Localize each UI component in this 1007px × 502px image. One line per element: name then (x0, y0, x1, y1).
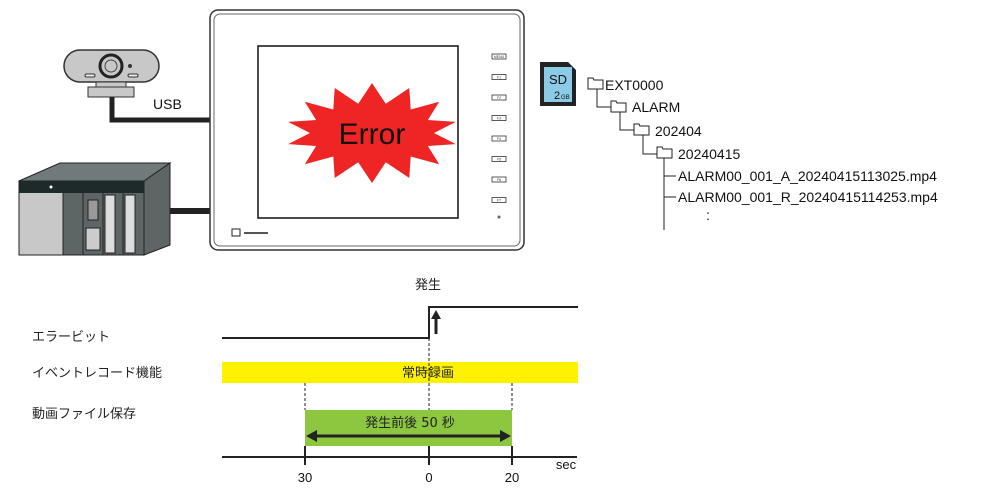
hmi-button-label: F2 (497, 96, 501, 100)
hmi-button-f6[interactable] (491, 176, 507, 183)
hmi-button-f5[interactable] (491, 156, 507, 162)
tick-label: 20 (505, 470, 519, 485)
saved-label: 発生前後 50 秒 (365, 415, 455, 431)
event-label: 発生 (415, 278, 441, 293)
sd-card-icon: SD 2 GB (540, 62, 576, 106)
hmi-button-label: F1 (497, 76, 501, 80)
continuous-label: 常時録画 (402, 366, 454, 381)
tick-label: 0 (425, 470, 432, 485)
folder-alarm: ALARM (632, 99, 680, 115)
hmi-button-f3[interactable] (491, 115, 507, 121)
folder-ext0000: EXT0000 (605, 77, 664, 93)
arrow-left-icon (306, 430, 317, 442)
tick-label: 30 (298, 470, 312, 485)
hmi-button-label: F7 (497, 199, 501, 203)
error-bit-signal (222, 306, 578, 339)
hmi-button-label: F4 (497, 137, 501, 141)
saved-video-bar (305, 410, 512, 446)
folder-icon (610, 100, 627, 113)
folder-icon (633, 123, 650, 136)
sd-capacity: 2 (554, 90, 560, 102)
hmi-button-label: F6 (497, 178, 501, 182)
rise-arrow-icon (431, 310, 441, 319)
hmi-button-f7[interactable] (491, 197, 507, 203)
sd-label: SD (549, 72, 567, 87)
folder-202404: 202404 (655, 123, 702, 139)
row-label-event-record: イベントレコード機能 (32, 366, 162, 381)
webcam-icon (63, 49, 160, 98)
hmi-button-f1[interactable] (491, 74, 507, 80)
file-item: ALARM00_001_A_20240415113025.mp4 (678, 168, 937, 184)
folder-icon (587, 77, 604, 90)
sd-capacity-unit: GB (561, 95, 570, 101)
folder-icon (656, 146, 673, 159)
usb-cable (109, 97, 213, 123)
hmi-button-f4[interactable] (491, 135, 507, 142)
row-label-error-bit: エラービット (32, 330, 110, 345)
hmi-button-menu[interactable] (491, 53, 507, 60)
row-label-video-save: 動画ファイル保存 (32, 407, 136, 422)
arrow-right-icon (500, 430, 511, 442)
error-burst-icon (288, 83, 456, 183)
usb-label: USB (153, 96, 182, 112)
plc-icon (18, 162, 172, 256)
guide-lines (304, 338, 513, 410)
hmi-button-label: F5 (497, 158, 501, 162)
more-indicator: : (706, 207, 710, 223)
continuous-record-bar (222, 362, 578, 383)
error-text: Error (339, 118, 406, 151)
axis-unit: sec (556, 457, 577, 472)
folder-20240415: 20240415 (678, 146, 741, 162)
folder-tree (596, 88, 676, 230)
file-item: ALARM00_001_R_20240415114253.mp4 (678, 189, 938, 205)
hmi-button-label: MENU (494, 55, 505, 59)
hmi-button-f2[interactable] (491, 94, 507, 101)
hmi-button-label: F3 (497, 117, 501, 121)
